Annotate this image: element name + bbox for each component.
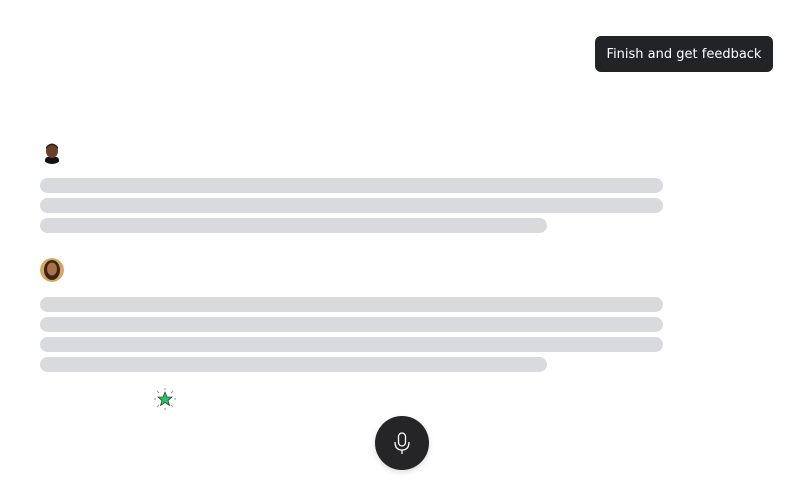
microphone-icon	[394, 432, 410, 454]
message-placeholder-line	[40, 218, 547, 233]
message-placeholder-line	[40, 297, 663, 312]
message-placeholder-line	[40, 317, 663, 332]
sparkle-star-icon	[154, 388, 176, 410]
message-placeholder-line	[40, 357, 547, 372]
message-placeholder-line	[40, 337, 663, 352]
user-avatar	[40, 258, 64, 282]
microphone-button[interactable]	[375, 416, 429, 470]
finish-and-get-feedback-button[interactable]: Finish and get feedback	[595, 36, 773, 72]
interviewer-avatar	[45, 143, 59, 164]
message-placeholder-line	[40, 198, 663, 213]
message-placeholder-line	[40, 178, 663, 193]
